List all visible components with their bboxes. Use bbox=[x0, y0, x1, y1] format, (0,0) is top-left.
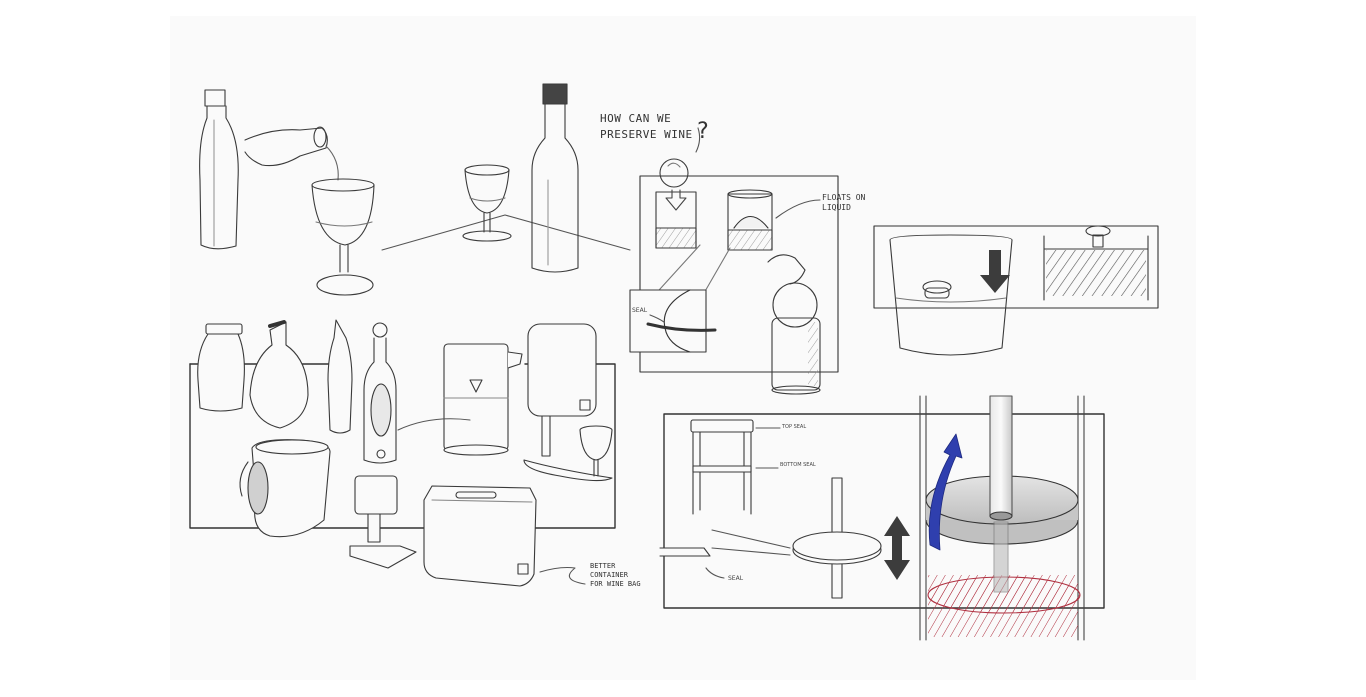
container-note-line-2: CONTAINER bbox=[590, 571, 629, 579]
floating-seal-concept-box bbox=[639, 158, 839, 373]
tap-dispenser-sketch bbox=[349, 475, 417, 569]
title-question-mark: ? bbox=[696, 119, 709, 144]
dispenser-glass-sketch bbox=[579, 425, 613, 477]
cylinder-cutaway-sketch bbox=[919, 395, 1085, 641]
container-note-line-1: BETTER bbox=[590, 562, 616, 570]
vessel-plunger-box bbox=[873, 225, 1159, 356]
stool-seal-sketch bbox=[690, 419, 754, 515]
carafe-sketch bbox=[199, 89, 239, 250]
leader-lines bbox=[397, 127, 781, 585]
container-note-line-3: FOR WINE BAG bbox=[590, 580, 641, 588]
rod-disc-frame bbox=[663, 413, 1105, 609]
wine-glass-pour-sketch bbox=[311, 178, 375, 296]
bottle-with-label-sketch bbox=[363, 322, 397, 464]
title-line-2: PRESERVE WINE bbox=[600, 128, 693, 141]
double-arrow-icon bbox=[884, 516, 910, 580]
seal-detail-label: SEAL bbox=[632, 307, 648, 314]
blue-up-arrow-icon bbox=[928, 433, 963, 551]
hand-jar-sketch bbox=[767, 254, 821, 395]
small-wine-glass-sketch bbox=[462, 164, 512, 242]
seal-detail-inset bbox=[629, 289, 717, 353]
jar-sketch bbox=[197, 323, 245, 412]
seal-disc-label: SEAL bbox=[728, 575, 744, 582]
jug-sketch bbox=[239, 439, 331, 538]
seal-disc-sketch bbox=[659, 477, 882, 599]
pouring-hand-sketch bbox=[244, 126, 339, 181]
dispenser-sketch bbox=[523, 323, 613, 482]
decanter-sketch bbox=[249, 320, 309, 429]
floats-note-line-2: LIQUID bbox=[822, 203, 851, 212]
title-line-1: HOW CAN WE bbox=[600, 112, 671, 125]
bottom-seal-label: BOTTOM SEAL bbox=[780, 462, 816, 468]
pitcher-sketch bbox=[443, 343, 523, 456]
floats-note-line-1: FLOATS ON bbox=[822, 193, 866, 202]
down-arrow-icon bbox=[980, 250, 1010, 293]
wine-bag-box-sketch bbox=[423, 485, 537, 587]
wine-bottle-sketch bbox=[531, 83, 579, 273]
slim-carafe-sketch bbox=[327, 319, 353, 434]
top-seal-label: TOP SEAL bbox=[781, 424, 806, 430]
